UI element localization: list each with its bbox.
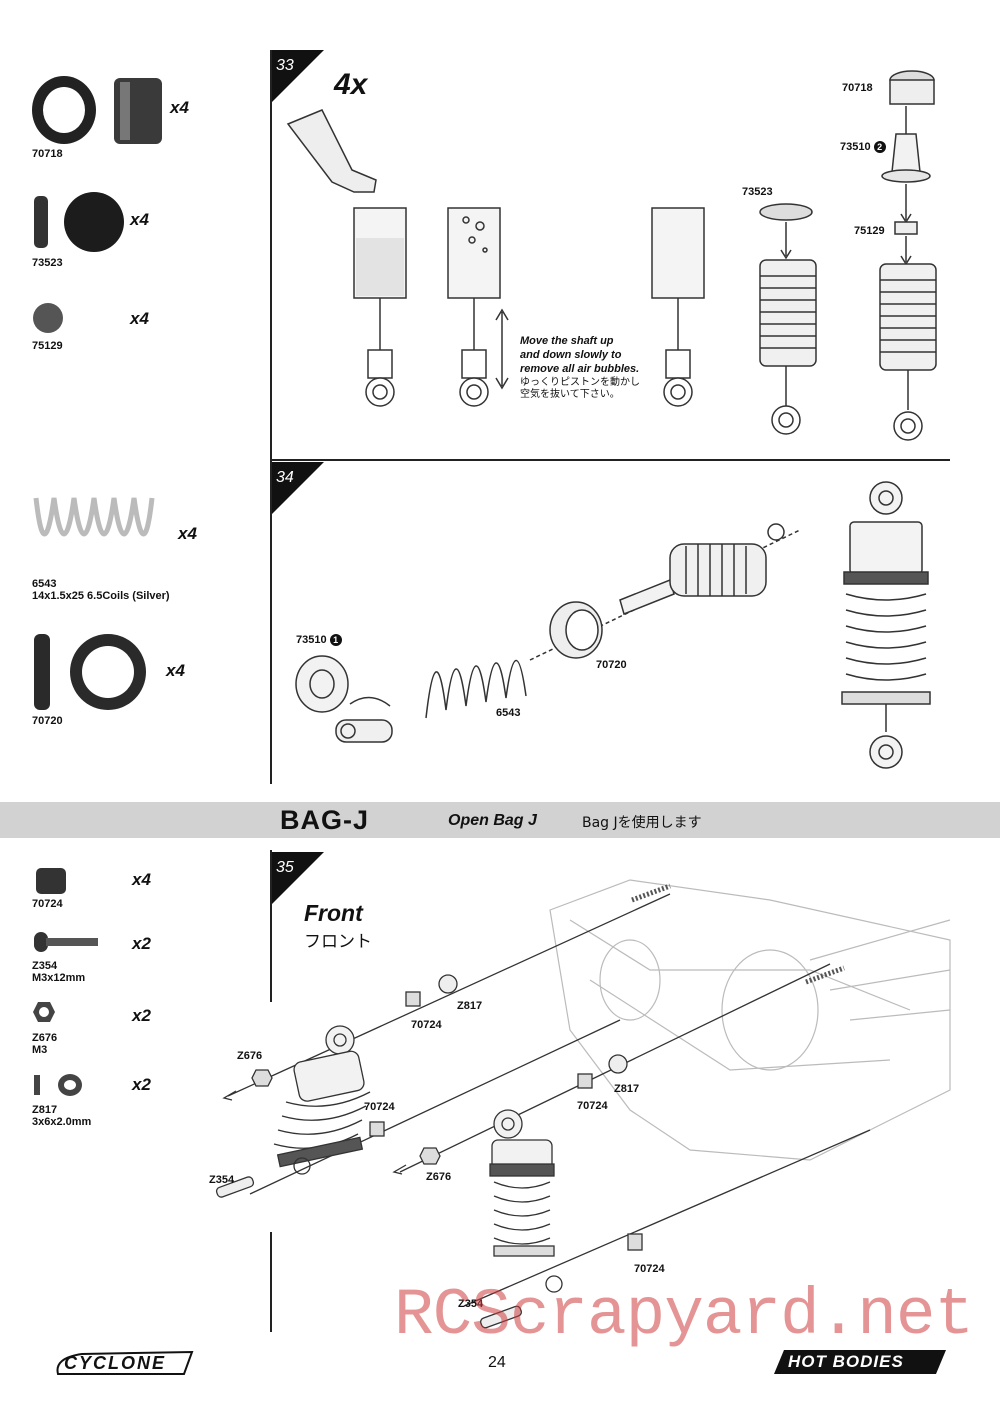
multiplier: 4x	[334, 68, 368, 101]
logo-text: CYCLONE	[64, 1353, 167, 1373]
step-number: 35	[276, 859, 294, 876]
part-qty: x4	[166, 661, 185, 680]
bag-title: BAG-J	[280, 805, 370, 835]
bag-banner: BAG-J Open Bag J Bag Jを使用します	[0, 802, 1000, 838]
callout-badge: 1	[329, 634, 342, 646]
callout-label: Z817	[614, 1083, 640, 1095]
step-divider	[270, 460, 272, 784]
callout-label: 70720	[596, 659, 627, 671]
part-6543	[32, 492, 157, 581]
part-Z817	[32, 1072, 86, 1103]
part-Z354	[32, 930, 102, 959]
spring-icon	[33, 497, 155, 537]
callout-label: 73510 1	[296, 634, 342, 646]
part-desc: M3x12mm	[32, 972, 86, 984]
bag-instruction-jp: Bag Jを使用します	[582, 815, 702, 831]
part-70718	[30, 74, 170, 151]
bag-instruction: Open Bag J	[448, 812, 537, 829]
callout-label: Z354	[458, 1298, 484, 1310]
part-qty: x4	[130, 309, 149, 328]
part-qty: x2	[132, 1006, 151, 1025]
callout-code: 73510	[840, 141, 871, 153]
part-qty: x2	[132, 1075, 151, 1094]
brand-logo-right: HOT BODIES	[770, 1346, 950, 1378]
part-70720	[30, 630, 155, 719]
callout-label: 75129	[854, 225, 885, 237]
step-divider	[270, 459, 950, 461]
spring-install-illustration	[295, 523, 801, 743]
o-ring-icon	[32, 76, 162, 144]
part-qty: x4	[178, 524, 197, 543]
ball-stud-icon	[36, 868, 66, 894]
foam-disc-icon	[33, 303, 63, 333]
part-qty: x4	[170, 98, 189, 117]
step-divider	[270, 50, 272, 460]
callout-label: 73523	[742, 186, 773, 198]
step-number: 34	[276, 469, 294, 486]
part-Z676	[32, 1000, 56, 1029]
note-line: remove all air bubbles.	[520, 363, 640, 375]
part-desc: 14x1.5x25 6.5Coils (Silver)	[32, 590, 170, 602]
part-code: 75129	[32, 340, 63, 352]
part-code: Z676	[32, 1032, 58, 1044]
logo-text: HOT BODIES	[788, 1352, 904, 1371]
page-number: 24	[488, 1354, 506, 1371]
diaphragm-icon	[34, 192, 124, 252]
step-number: 33	[276, 57, 294, 74]
cyclone-logo-icon	[56, 1350, 194, 1375]
note-line: ゆっくりピストンを動かし	[520, 377, 640, 388]
callout-label: 70724	[577, 1100, 608, 1112]
note-line: and down slowly to	[520, 349, 622, 361]
callout-code: 73510	[296, 634, 327, 646]
callout-label: 70718	[842, 82, 873, 94]
callout-label: 70724	[411, 1019, 442, 1031]
step-divider	[270, 1232, 272, 1332]
part-code: 70720	[32, 715, 63, 727]
brand-logo-left: CYCLONE	[52, 1348, 198, 1378]
part-desc: 3x6x2.0mm	[32, 1116, 92, 1128]
front-label-jp: フロント	[304, 932, 372, 952]
front-shock-mount-illustration	[215, 879, 951, 1329]
callout-label: Z676	[426, 1171, 452, 1183]
part-desc: M3	[32, 1044, 48, 1056]
part-code: 73523	[32, 257, 63, 269]
callout-label: Z354	[209, 1174, 235, 1186]
shock-oil-filling-illustration	[286, 109, 705, 407]
note-line: Move the shaft up	[520, 335, 614, 347]
part-qty: x2	[132, 934, 151, 953]
assembled-shock-illustration	[841, 481, 931, 769]
part-qty: x4	[132, 870, 151, 889]
part-73523	[30, 190, 130, 259]
spring-collar-icon	[34, 634, 146, 710]
instruction-note-jp: ゆっくりピストンを動かし 空気を抜いて下さい。	[520, 377, 640, 401]
step-divider	[270, 850, 272, 1002]
shim-icon	[34, 1074, 82, 1096]
shock-cap-assembly-illustration	[759, 70, 937, 441]
step-badge	[272, 852, 324, 904]
part-code: Z817	[32, 1104, 58, 1116]
callout-label: Z676	[237, 1050, 263, 1062]
part-code: 70724	[32, 898, 63, 910]
screw-icon	[34, 932, 98, 952]
part-code: Z354	[32, 960, 58, 972]
watermark: RCScrapyard.net	[394, 1278, 974, 1353]
callout-label: 6543	[496, 707, 521, 719]
step-badge	[272, 50, 324, 102]
part-70724	[32, 864, 72, 903]
part-75129	[30, 300, 70, 341]
instruction-note: Move the shaft up and down slowly to rem…	[520, 334, 639, 376]
callout-label: 70724	[364, 1101, 395, 1113]
part-qty: x4	[130, 210, 149, 229]
callout-label: 73510 2	[840, 141, 886, 153]
nut-icon	[33, 1002, 55, 1022]
step-badge	[272, 462, 324, 514]
note-line: 空気を抜いて下さい。	[520, 389, 620, 400]
front-label: Front	[304, 900, 363, 926]
part-code: 6543	[32, 578, 57, 590]
part-code: 70718	[32, 148, 63, 160]
callout-badge: 2	[873, 141, 886, 153]
callout-label: 70724	[634, 1263, 665, 1275]
hotbodies-logo-icon	[774, 1350, 946, 1374]
callout-label: Z817	[457, 1000, 483, 1012]
